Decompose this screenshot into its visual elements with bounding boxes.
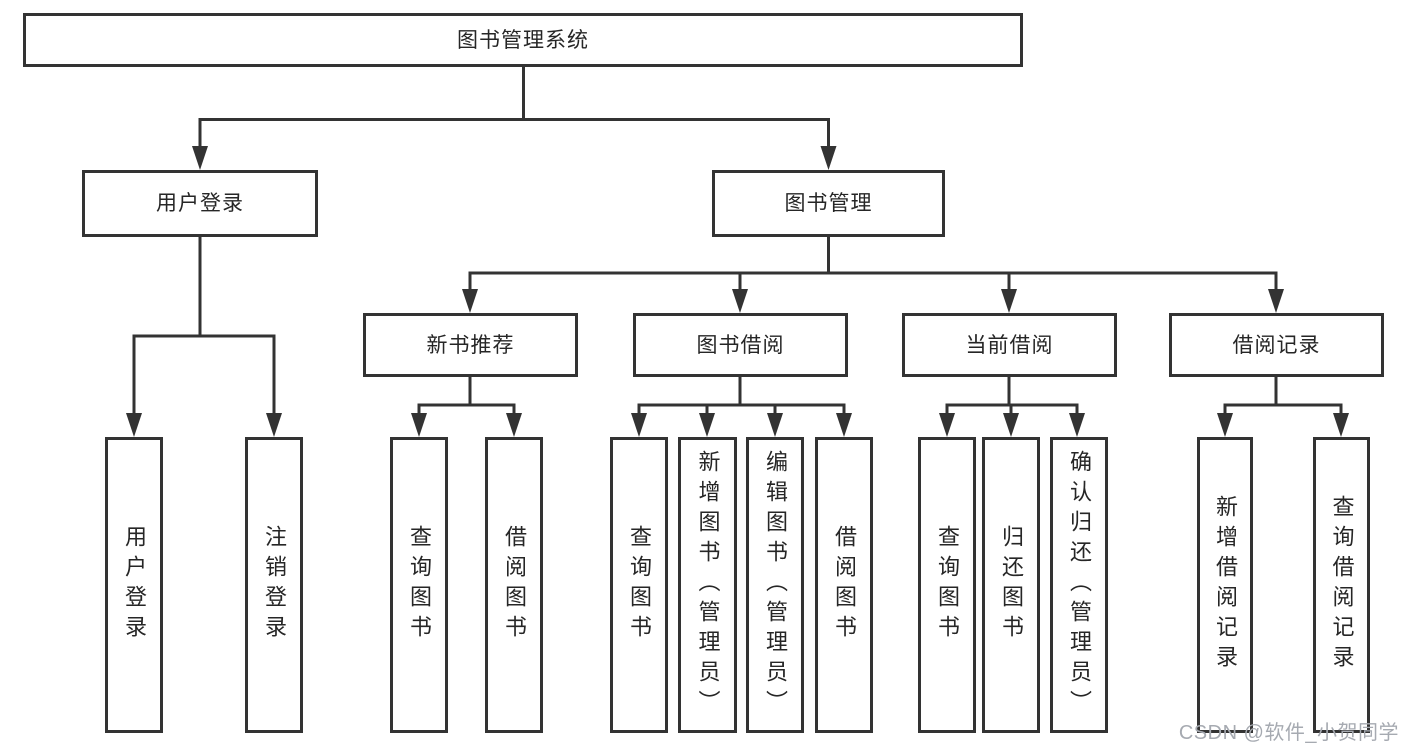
node-new-book-recommend: 新书推荐 (363, 313, 578, 377)
node-book-management: 图书管理 (712, 170, 945, 237)
node-borrow-records: 借阅记录 (1169, 313, 1384, 377)
leaf-nbr-query-books: 查询图书 (390, 437, 448, 733)
leaf-cb-confirm-return-admin: 确认归还（管理员） (1050, 437, 1108, 733)
leaf-br-query-record: 查询借阅记录 (1313, 437, 1370, 733)
leaf-cb-query-books: 查询图书 (918, 437, 976, 733)
leaf-user-login: 用户登录 (105, 437, 163, 733)
node-user-login: 用户登录 (82, 170, 318, 237)
leaf-bb-query-books: 查询图书 (610, 437, 668, 733)
leaf-br-add-record: 新增借阅记录 (1197, 437, 1253, 733)
leaf-nbr-borrow-books: 借阅图书 (485, 437, 543, 733)
node-book-borrow: 图书借阅 (633, 313, 848, 377)
leaf-bb-edit-books-admin: 编辑图书（管理员） (746, 437, 804, 733)
node-root-system: 图书管理系统 (23, 13, 1023, 67)
csdn-watermark: CSDN @软件_小贺同学 (1178, 722, 1399, 744)
leaf-bb-add-books-admin: 新增图书（管理员） (678, 437, 737, 733)
node-current-borrow: 当前借阅 (902, 313, 1117, 377)
leaf-logout: 注销登录 (245, 437, 303, 733)
leaf-cb-return-books: 归还图书 (982, 437, 1040, 733)
leaf-bb-borrow-books: 借阅图书 (815, 437, 873, 733)
